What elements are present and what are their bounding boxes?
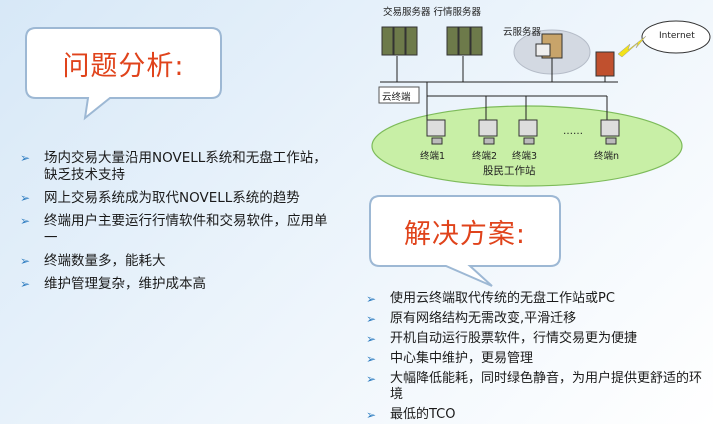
terminal-label: 终端2 <box>472 151 498 162</box>
solution-list: ➢使用云终端取代传统的无盘工作站或PC ➢原有网络结构无需改变,平滑迁移 ➢开机… <box>364 291 710 423</box>
list-item: ➢网上交易系统成为取代NOVELL系统的趋势 <box>20 190 300 206</box>
problem-title: 问题分析: <box>62 50 185 82</box>
bullet-arrow-icon: ➢ <box>20 214 31 228</box>
list-item: ➢大幅降低能耗，同时绿色静音，为用户提供更舒适的环境 <box>366 371 703 402</box>
lightning-icon <box>617 35 647 58</box>
cloud-terminal-label: 云终端 <box>382 92 411 103</box>
terminal-icon <box>426 119 620 145</box>
terminal-label: 终端1 <box>420 151 446 162</box>
bullet-arrow-icon: ➢ <box>366 292 377 306</box>
cloud-server-label: 云服务器 <box>503 27 542 38</box>
bullet-arrow-icon: ➢ <box>366 352 377 366</box>
internet-label: Internet <box>659 31 695 41</box>
list-item: ➢维护管理复杂，维护成本高 <box>20 276 206 292</box>
firewall-icon <box>595 51 615 77</box>
list-item: ➢最低的TCO <box>366 407 456 422</box>
quote-server-icon <box>446 26 483 56</box>
server-labels: 交易服务器 行情服务器 <box>383 7 482 18</box>
list-item: ➢开机自动运行股票软件，行情交易更为便捷 <box>366 331 638 346</box>
bullet-arrow-icon: ➢ <box>366 372 377 386</box>
bullet-arrow-icon: ➢ <box>20 151 31 165</box>
trading-server-icon <box>381 26 418 56</box>
bullet-arrow-icon: ➢ <box>20 254 31 268</box>
terminal-label: 终端n <box>594 151 620 162</box>
bullet-arrow-icon: ➢ <box>366 332 377 346</box>
solution-callout: 解决方案: <box>370 196 560 266</box>
ellipsis-dots: …… <box>563 126 583 137</box>
problem-callout-bubble <box>25 27 222 121</box>
bullet-arrow-icon: ➢ <box>366 312 377 326</box>
problem-list: ➢场内交易大量沿用NOVELL系统和无盘工作站，缺乏技术支持 ➢网上交易系统成为… <box>18 150 336 299</box>
problem-callout: 问题分析: <box>26 28 221 98</box>
internet-cloud-icon <box>641 20 711 54</box>
list-item: ➢终端用户主要运行行情软件和交易软件，应用单一 <box>20 213 328 246</box>
solution-callout-bubble <box>369 195 561 287</box>
list-item: ➢原有网络结构无需改变,平滑迁移 <box>366 311 577 326</box>
list-item: ➢中心集中维护，更易管理 <box>366 351 534 366</box>
terminal-label: 终端3 <box>512 151 538 162</box>
bullet-arrow-icon: ➢ <box>366 408 377 422</box>
workstation-label: 股民工作站 <box>483 165 536 177</box>
list-item: ➢场内交易大量沿用NOVELL系统和无盘工作站，缺乏技术支持 <box>20 150 327 183</box>
bullet-arrow-icon: ➢ <box>20 277 31 291</box>
list-item: ➢使用云终端取代传统的无盘工作站或PC <box>366 291 615 306</box>
solution-title: 解决方案: <box>403 218 527 250</box>
list-item: ➢终端数量多，能耗大 <box>20 253 166 269</box>
bullet-arrow-icon: ➢ <box>20 191 31 205</box>
